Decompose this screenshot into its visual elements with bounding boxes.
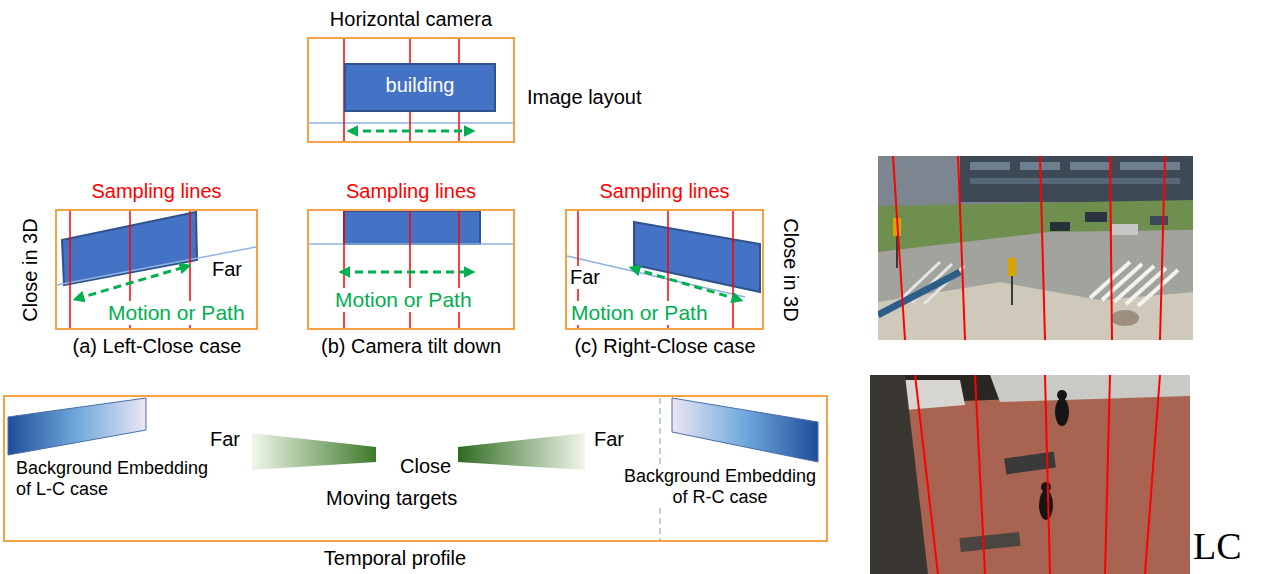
intersection-photo [878,156,1193,340]
rect-shape [1112,224,1138,235]
camera-frame: Horizontal camerabuilding [307,37,515,143]
left-close-sketch [57,211,256,328]
motion-label: Motion or Path [335,288,472,312]
rect-shape [959,532,1020,552]
frame-heading: Horizontal camera [307,8,515,31]
horizontal-camera-sketch [309,39,513,141]
stroke-line [1110,156,1112,340]
stroke-line [893,156,905,340]
rect-shape [1085,212,1107,222]
motion-label: Motion or Path [108,301,245,325]
building-label: building [346,74,494,97]
side-label: Close in 3D [779,218,802,321]
rect-shape [878,156,1193,208]
rect-shape [1050,222,1070,231]
motion-label: Motion or Path [571,301,708,325]
figure-shape [1041,482,1051,492]
stroke-line [1011,276,1013,305]
case-tag: LC [1193,526,1242,568]
close-label: Close [400,455,451,478]
stroke-line [57,247,256,285]
side-label: Close in 3D [19,218,42,321]
stroke-line [732,211,734,328]
right-close-frame: Sampling linesFarMotion or Path(c) Right… [565,209,764,330]
rect-shape [1150,216,1168,225]
rect-shape [1120,162,1180,170]
stroke-line [878,272,960,315]
stroke-line [309,122,513,124]
sampling-lines-heading: Sampling lines [565,180,764,203]
shape-fill [672,398,818,462]
shape-fill [634,222,760,292]
stroke-line [1138,270,1178,306]
sampling-lines-heading: Sampling lines [55,180,258,203]
image-layout-label: Image layout [527,86,642,109]
stroke-line [1105,375,1110,574]
case-caption: (c) Right-Close case [545,335,785,358]
stroke-line [632,268,740,300]
shape-fill [8,398,146,455]
sampling-lines-heading: Sampling lines [307,180,515,203]
far-label: Far [594,428,624,451]
stroke-line [69,211,71,328]
rect-shape [1070,162,1110,170]
rect-shape [970,162,1010,170]
stroke-line [309,243,513,245]
stroke-line [975,375,985,574]
case-caption: (b) Camera tilt down [291,335,531,358]
stroke-line [567,256,745,297]
case-caption: (a) Left-Close case [37,335,277,358]
stroke-line [1160,156,1165,340]
background-label: Background Embedding of R-C case [620,466,820,507]
right-close-sketch [567,211,760,328]
rect-shape [970,178,1180,184]
moving-targets-label: Moving targets [326,487,457,510]
rect-shape [1008,258,1016,276]
far-label: Far [212,258,242,281]
stroke-line [958,156,965,340]
stroke-line [76,266,188,299]
rect-shape [960,156,1193,202]
figure-shape [1057,390,1067,400]
rect-shape [870,375,1190,574]
shape-fill [458,433,585,470]
temporal-profile-frame: Background Embedding of L-C case FarClose… [3,395,828,542]
rect-shape [878,156,1193,340]
stroke-line [1045,375,1050,574]
stroke-line [350,130,472,133]
figure-shape [1111,310,1139,326]
stroke-line [342,271,472,274]
tilt-down-frame: Sampling linesMotion or Path(b) Camera t… [307,209,515,330]
stroke-line [1040,156,1045,340]
shape-fill [252,433,376,470]
figure-shape [1055,398,1069,426]
stroke-line [915,375,938,574]
frame-caption: Temporal profile [295,547,495,570]
stroke-line [1145,375,1160,574]
plaza-photo [870,375,1190,574]
left-close-frame: Sampling linesFarMotion or Path(a) Left-… [55,209,258,330]
far-label: Far [570,266,600,289]
tilt-down-sketch [309,211,513,328]
far-label: Far [210,428,240,451]
figure-shape [1039,490,1053,520]
building-box: building [344,63,496,112]
background-label: Background Embedding of L-C case [16,458,216,499]
